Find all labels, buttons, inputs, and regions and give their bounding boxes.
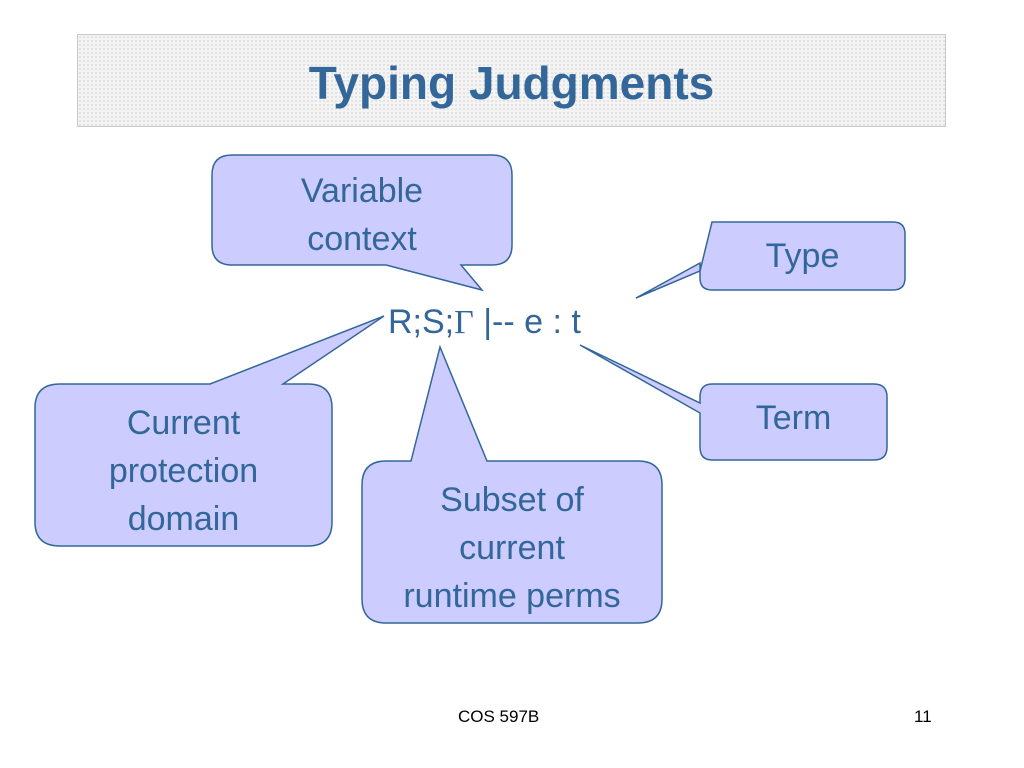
callout-line: Subset of — [440, 481, 584, 519]
judgment-gamma: Γ — [454, 304, 474, 341]
callout-line: current — [459, 529, 565, 567]
callout-variable-context — [211, 154, 513, 292]
callout-line: domain — [127, 500, 240, 538]
callout-subset-perms-text: Subset of current runtime perms — [362, 476, 662, 620]
callout-line: Current — [126, 404, 241, 442]
callout-line: protection — [108, 452, 259, 490]
callout-variable-context-text: Variable context — [212, 167, 512, 263]
callout-line: Type — [765, 237, 840, 275]
callout-term-text: Term — [700, 394, 887, 442]
callout-type — [635, 221, 906, 299]
footer-page-number: 11 — [914, 707, 932, 726]
typing-judgment: R;S;Γ |-- e : t — [388, 300, 581, 345]
callout-line: runtime perms — [403, 577, 621, 615]
callout-line: Variable — [300, 172, 424, 210]
callout-current-protection-domain — [34, 315, 385, 547]
title-box: Typing Judgments — [77, 34, 946, 127]
judgment-prefix: R;S; — [388, 303, 455, 341]
callout-type-text: Type — [700, 232, 905, 280]
callout-line: context — [307, 220, 417, 258]
slide-title: Typing Judgments — [308, 57, 715, 109]
callout-current-protection-domain-text: Current protection domain — [35, 399, 332, 543]
callout-line: Term — [755, 399, 832, 437]
footer-course-label: COS 597B — [458, 707, 540, 726]
judgment-suffix: |-- e : t — [473, 303, 581, 341]
callout-term — [579, 344, 888, 461]
callout-subset-perms — [361, 344, 663, 624]
